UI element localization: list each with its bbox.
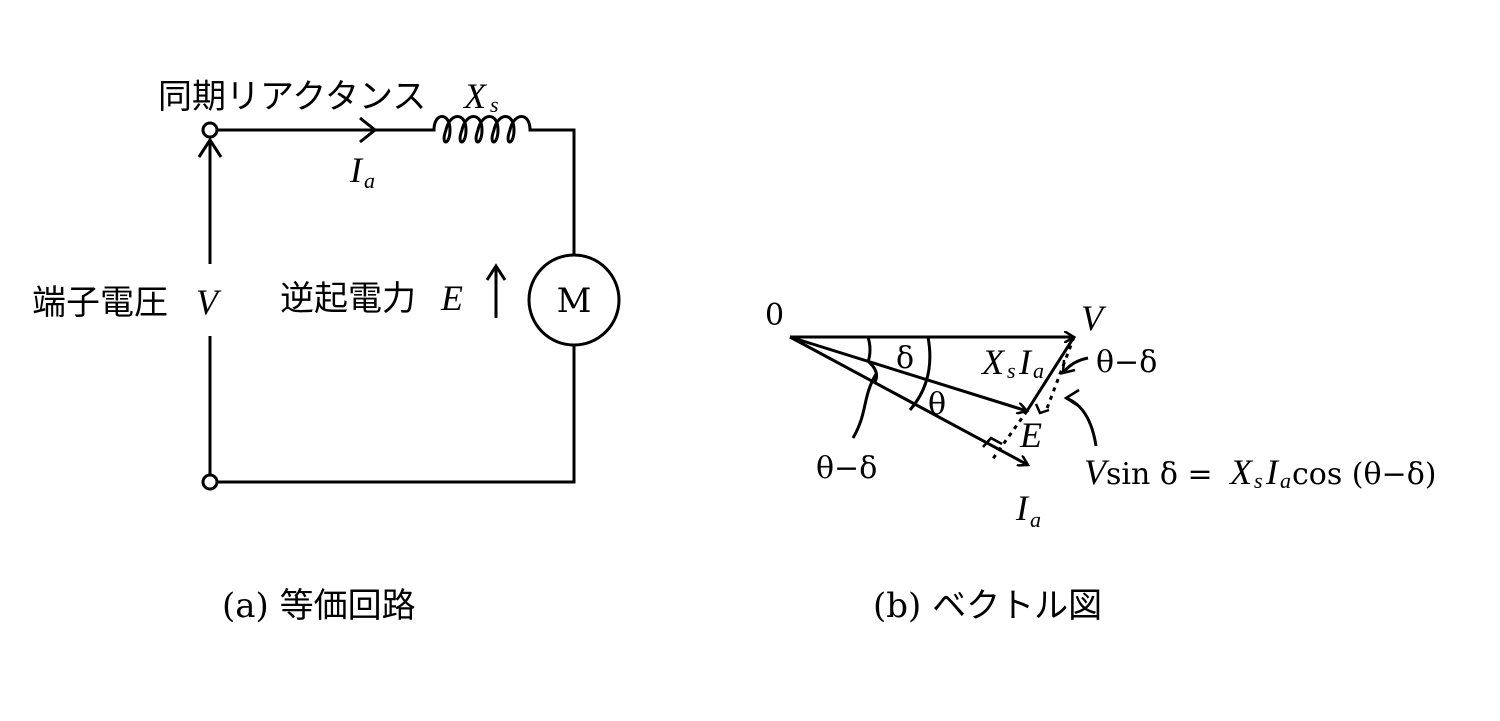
vector-ia-label-a: a bbox=[1030, 507, 1041, 532]
perpendicular-to-e bbox=[1044, 336, 1076, 412]
equation-cos: cos (θ−δ) bbox=[1292, 457, 1436, 492]
terminal-voltage-v: V bbox=[196, 282, 222, 322]
equation-x: X bbox=[1228, 452, 1254, 492]
arc-theta bbox=[908, 336, 932, 411]
equation-a: a bbox=[1280, 468, 1291, 493]
origin-label: 0 bbox=[765, 298, 784, 333]
inductor-coil bbox=[430, 115, 536, 144]
vector-e bbox=[789, 335, 1027, 411]
vector-v-label: V bbox=[1081, 298, 1107, 338]
vector-e-label: E bbox=[1019, 415, 1042, 455]
current-arrow bbox=[359, 116, 378, 144]
back-emf-e: E bbox=[440, 278, 463, 318]
vector-diagram: 0 V E I a X s I a δ θ θ−δ θ−δ bbox=[765, 298, 1436, 626]
motor-symbol bbox=[527, 253, 621, 347]
equation-s: s bbox=[1254, 468, 1263, 493]
reactance-label: 同期リアクタンス bbox=[158, 77, 426, 117]
equation-pointer bbox=[1065, 396, 1098, 447]
back-emf-arrow-head bbox=[485, 263, 507, 281]
equation-pointer-head bbox=[1063, 388, 1081, 409]
vector-ia-label-i: I bbox=[1015, 488, 1030, 528]
pointer-head-theta-minus-delta-v bbox=[1061, 359, 1076, 375]
pointer-theta-minus-delta bbox=[851, 373, 878, 439]
top-wire-right bbox=[536, 128, 576, 255]
equation-i: I bbox=[1265, 452, 1280, 492]
vector-xsia bbox=[1025, 336, 1076, 412]
angle-theta-minus-delta-v-label: θ−δ bbox=[1096, 345, 1157, 380]
drop-a: a bbox=[1033, 358, 1044, 383]
perpendicular-to-ia bbox=[990, 410, 1029, 461]
reactance-symbol-s: s bbox=[490, 92, 499, 117]
arc-delta bbox=[866, 336, 872, 363]
current-label-a: a bbox=[364, 168, 375, 193]
drop-s: s bbox=[1007, 358, 1016, 383]
equation-v: V bbox=[1084, 452, 1110, 492]
terminal-bottom bbox=[201, 473, 219, 491]
right-angle-marker-e bbox=[1034, 403, 1050, 415]
back-emf-label: 逆起電力 bbox=[280, 279, 416, 319]
terminal-voltage-label: 端子電圧 bbox=[32, 283, 168, 323]
angle-delta-label: δ bbox=[896, 341, 914, 376]
equation-sin: sin δ = bbox=[1106, 457, 1213, 492]
angle-theta-minus-delta-label: θ−δ bbox=[816, 451, 877, 486]
vector-ia bbox=[789, 335, 1028, 465]
motor-label: M bbox=[557, 281, 592, 321]
terminal-top bbox=[201, 121, 219, 139]
caption-b: (b) ベクトル図 bbox=[873, 586, 1102, 626]
drop-i: I bbox=[1018, 342, 1033, 382]
arc-theta-minus-delta bbox=[867, 360, 878, 383]
equivalent-circuit: 同期リアクタンス X s I a 端子電圧 V M 逆起電力 E (a) bbox=[32, 76, 621, 626]
drop-x: X bbox=[980, 342, 1006, 382]
bottom-wire bbox=[217, 345, 576, 484]
reactance-symbol-x: X bbox=[462, 76, 488, 116]
angle-theta-label: θ bbox=[928, 387, 946, 422]
caption-a: (a) 等価回路 bbox=[222, 586, 416, 626]
right-angle-marker-ia bbox=[982, 436, 1003, 448]
voltage-arrow-head bbox=[197, 137, 223, 158]
pointer-theta-minus-delta-v bbox=[1062, 356, 1089, 373]
current-label-i: I bbox=[349, 150, 364, 190]
